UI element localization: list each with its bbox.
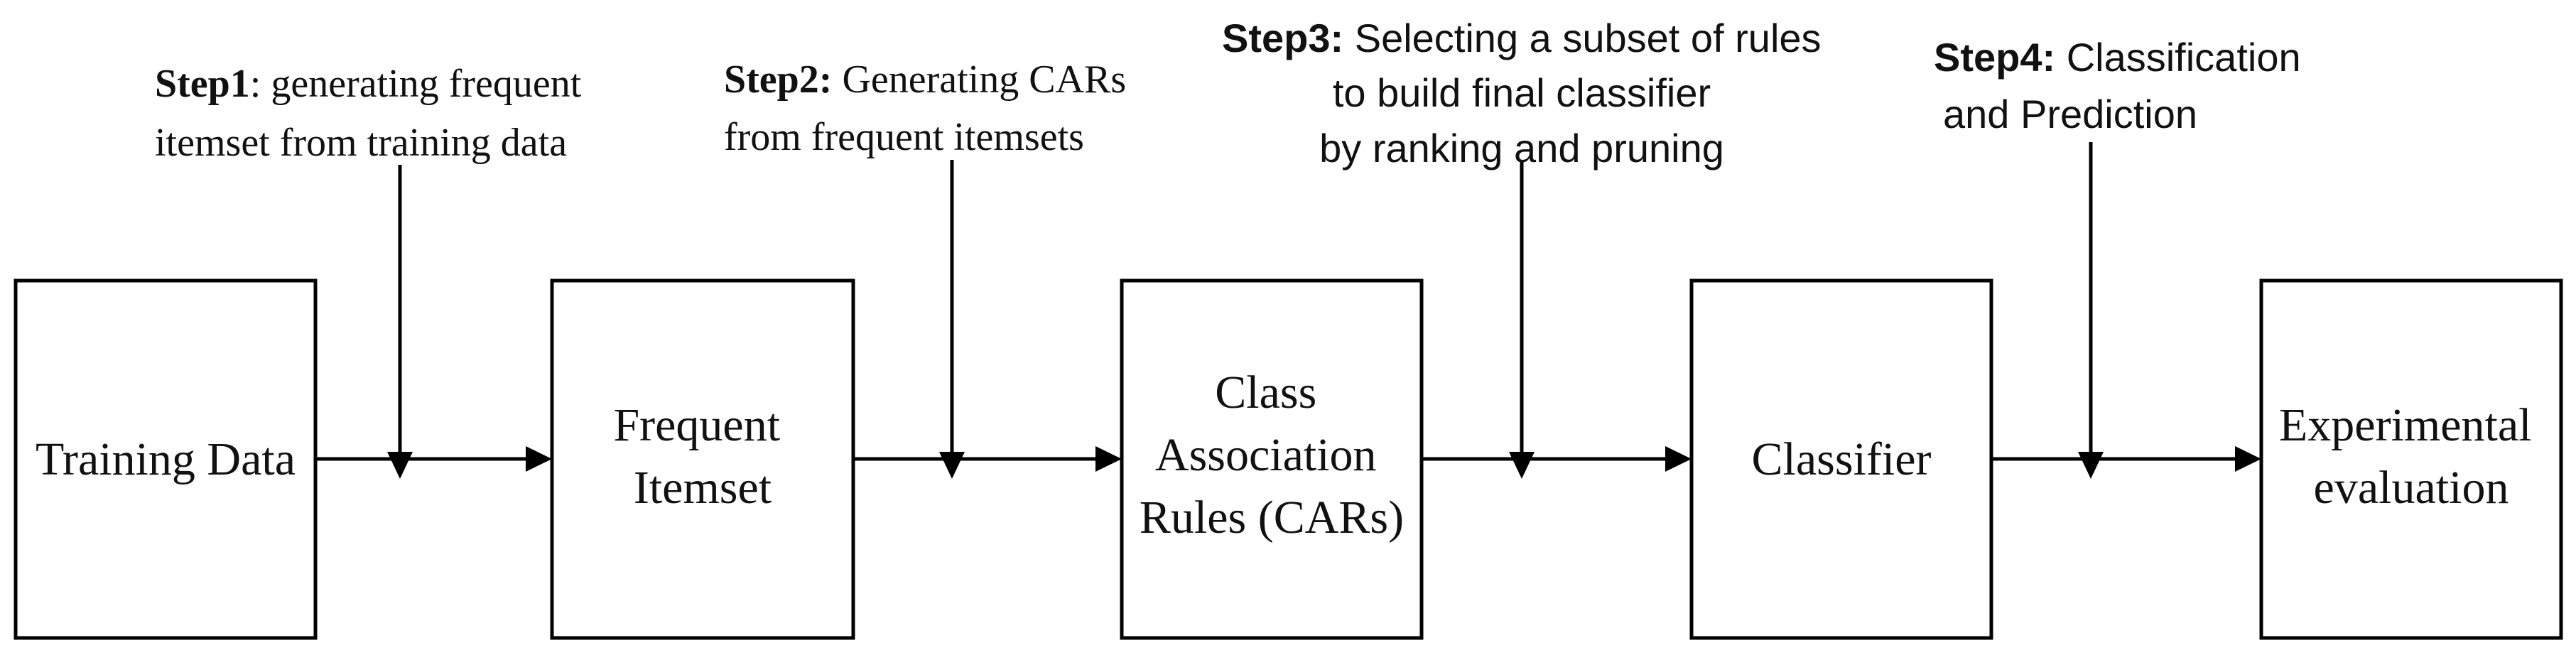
arrow-itemset-to-cars xyxy=(853,446,1122,472)
svg-text:Training Data: Training Data xyxy=(36,433,296,485)
cars-box: Class Association Rules (CARs) xyxy=(1120,278,1424,640)
experimental-evaluation-box: Experimental evaluation xyxy=(2259,278,2563,640)
arrow-training-to-itemset xyxy=(315,446,552,472)
experimental-evaluation-label-line-1: Experimental xyxy=(2279,399,2532,451)
svg-text:Class Association: Class Association Rules (CARs) xyxy=(1140,367,1404,543)
svg-text:Experimental evaluation: Experimental evaluation xyxy=(2279,399,2543,514)
svg-text:Step3: Selecting a subset of r: Step3: Selecting a subset of rules xyxy=(1222,16,1822,60)
svg-text:from frequent itemsets: from frequent itemsets xyxy=(724,115,1084,159)
step2-text-line-1: Generating CARs xyxy=(832,58,1126,102)
step1-label: Step1 xyxy=(155,62,250,106)
svg-text:Frequent Itemset: Frequent Itemset xyxy=(613,399,791,514)
step3-annotation: Step3: Selecting a subset of rules to bu… xyxy=(1222,16,1822,170)
step4-text-line-2: and Prediction xyxy=(1943,92,2197,136)
svg-text:Classifier: Classifier xyxy=(1752,433,1932,485)
step4-annotation: Step4: Classification and Prediction xyxy=(1934,35,2301,136)
frequent-itemset-label-line-2: Itemset xyxy=(634,462,772,514)
classifier-box: Classifier xyxy=(1689,278,1993,640)
step4-label: Step4: xyxy=(1934,35,2055,80)
step4-arrow xyxy=(2078,142,2104,479)
step1-text-line-2: itemset from training data xyxy=(155,121,567,165)
cars-label-line-3: Rules (CARs) xyxy=(1140,492,1404,543)
svg-text:and Prediction: and Prediction xyxy=(1943,92,2197,136)
step3-text-line-2: to build final classifier xyxy=(1333,70,1711,115)
arrow-classifier-to-evaluation xyxy=(1991,446,2261,472)
svg-text:Step1: generating frequent: Step1: generating frequent xyxy=(155,62,582,106)
svg-text:itemset from training data: itemset from training data xyxy=(155,121,567,165)
svg-text:to build final classifier: to build final classifier xyxy=(1333,70,1711,115)
svg-text:Step4: Classification: Step4: Classification xyxy=(1934,35,2301,80)
step3-text-line-3: by ranking and pruning xyxy=(1319,126,1724,170)
step3-arrow xyxy=(1509,160,1535,479)
step3-text-line-1: Selecting a subset of rules xyxy=(1343,16,1821,60)
cars-label-line-2: Association xyxy=(1155,429,1377,481)
step1-annotation: Step1: generating frequent itemset from … xyxy=(155,62,582,165)
step4-text-line-1: Classification xyxy=(2055,35,2300,80)
frequent-itemset-box: Frequent Itemset xyxy=(550,278,855,640)
frequent-itemset-label-line-1: Frequent xyxy=(613,399,780,451)
training-data-box: Training Data xyxy=(13,278,318,640)
training-data-label: Training Data xyxy=(36,433,296,485)
step2-label: Step2: xyxy=(724,58,832,102)
step2-annotation: Step2: Generating CARs from frequent ite… xyxy=(724,58,1126,159)
step2-text-line-2: from frequent itemsets xyxy=(724,115,1084,159)
step2-arrow xyxy=(939,160,965,479)
svg-text:by ranking and pruning: by ranking and pruning xyxy=(1319,126,1724,170)
svg-text:Step2: Generating CARs: Step2: Generating CARs xyxy=(724,58,1126,102)
step3-label: Step3: xyxy=(1222,16,1343,60)
step1-text-line-1: : generating frequent xyxy=(250,62,582,106)
step1-arrow xyxy=(387,165,413,479)
cars-label-line-1: Class xyxy=(1215,367,1316,418)
experimental-evaluation-label-line-2: evaluation xyxy=(2314,462,2509,514)
classifier-label: Classifier xyxy=(1752,433,1932,485)
arrow-cars-to-classifier xyxy=(1422,446,1692,472)
